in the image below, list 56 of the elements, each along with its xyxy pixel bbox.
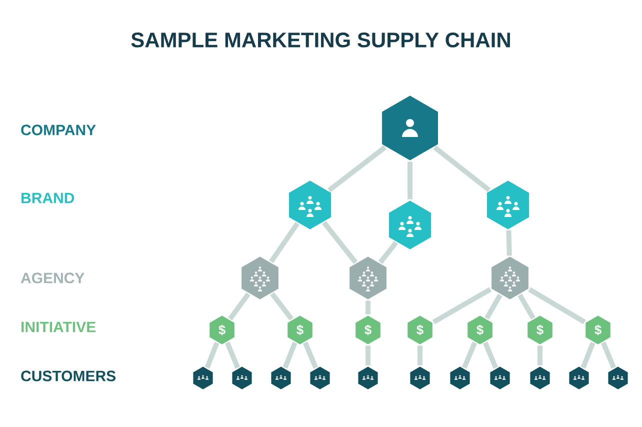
connector-line xyxy=(224,342,240,369)
hexagon-node: $ xyxy=(526,314,554,346)
connector-line xyxy=(408,162,412,200)
hexagon-node xyxy=(309,365,331,391)
connector-line xyxy=(270,292,294,321)
connector-line xyxy=(600,342,616,369)
connector-line xyxy=(482,342,498,369)
connector-line xyxy=(418,346,422,366)
title: SAMPLE MARKETING SUPPLY CHAIN xyxy=(131,32,510,48)
connector-line xyxy=(484,294,502,320)
connector-line xyxy=(433,145,491,192)
connector-line xyxy=(518,294,536,320)
hexagon-node xyxy=(489,365,511,391)
hexagon-node xyxy=(568,365,590,391)
connector-line xyxy=(366,300,370,314)
hexagon-node xyxy=(380,94,440,162)
connector-line xyxy=(322,221,358,264)
connector-line xyxy=(538,346,542,366)
connector-line xyxy=(204,342,220,369)
hexagon-node: $ xyxy=(208,314,236,346)
hexagon-node xyxy=(270,365,292,391)
hexagon-node xyxy=(240,255,280,301)
hexagon-node: $ xyxy=(466,314,494,346)
hexagon-node xyxy=(288,179,332,231)
connector-line xyxy=(366,346,370,366)
connector-line xyxy=(282,342,298,369)
hexagon-node: $ xyxy=(286,314,314,346)
hexagon-node xyxy=(192,365,214,391)
level-label: INITIATIVE xyxy=(22,322,96,332)
hexagon-node: $ xyxy=(406,314,434,346)
connector-line xyxy=(528,287,586,324)
connector-line xyxy=(378,241,398,264)
level-label: BRAND xyxy=(22,192,74,204)
level-label: CUSTOMERS xyxy=(21,370,116,382)
level-label: COMPANY xyxy=(21,124,96,136)
connector-line xyxy=(580,342,596,369)
hexagon-node: $ xyxy=(584,314,612,346)
hexagon-node xyxy=(529,365,551,391)
connector-line xyxy=(228,292,250,320)
hexagon-node xyxy=(409,365,431,391)
hexagon-node xyxy=(486,179,530,231)
hexagon-node xyxy=(607,365,629,391)
hexagon-node xyxy=(348,255,388,301)
hexagon-node xyxy=(388,199,432,251)
connector-line xyxy=(328,145,387,192)
level-label: AGENCY xyxy=(20,272,84,284)
connector-line xyxy=(506,230,512,256)
connector-line xyxy=(462,342,478,369)
connector-line xyxy=(269,222,300,264)
connector-line xyxy=(302,342,318,369)
hexagon-node: $ xyxy=(354,314,382,346)
hexagon-node xyxy=(449,365,471,391)
hexagon-node xyxy=(490,255,530,301)
connector-line xyxy=(432,287,492,324)
hexagon-node xyxy=(357,365,379,391)
hexagon-node xyxy=(231,365,253,391)
